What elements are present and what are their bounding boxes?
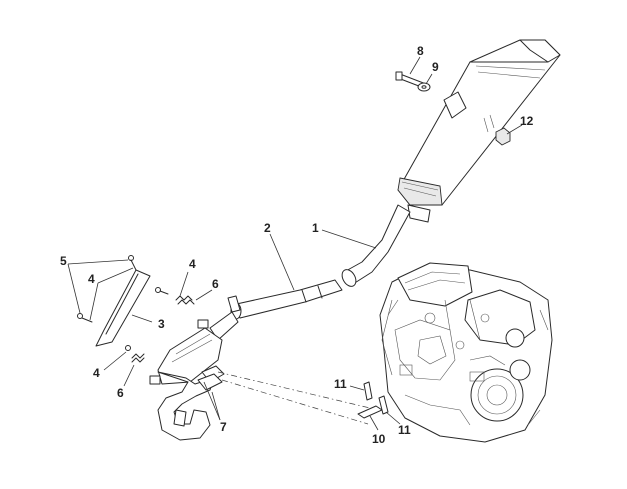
callout-12: 12 (520, 114, 534, 128)
tail-pipe-icon (341, 204, 411, 287)
callout-5: 5 (60, 254, 67, 268)
link-pipe-icon (230, 279, 343, 320)
callout-4-bottom: 4 (93, 366, 100, 380)
gasket-icon (357, 405, 383, 419)
stud-icon (363, 381, 389, 415)
engine-icon (379, 262, 553, 443)
callout-10: 10 (372, 432, 386, 446)
spring-icon (131, 295, 195, 363)
callout-6-top: 6 (212, 277, 219, 291)
callout-4-top: 4 (189, 257, 196, 271)
callout-4-left: 4 (88, 272, 95, 286)
callout-3: 3 (158, 317, 165, 331)
heat-shield-icon (95, 269, 151, 347)
nut-icon (495, 127, 511, 146)
shield-bolt-icon (77, 255, 169, 351)
callout-11-right: 11 (398, 423, 411, 437)
callout-11-left: 11 (334, 377, 347, 391)
callout-1: 1 (312, 221, 319, 235)
callout-2: 2 (264, 221, 271, 235)
leader-lines (67, 56, 523, 431)
muffler-icon (395, 39, 561, 223)
callout-9: 9 (432, 60, 439, 74)
callout-8: 8 (417, 44, 424, 58)
callout-6-bottom: 6 (117, 386, 124, 400)
washer-icon (417, 82, 431, 92)
callout-7: 7 (220, 420, 227, 434)
exhaust-header-icon (149, 295, 371, 441)
